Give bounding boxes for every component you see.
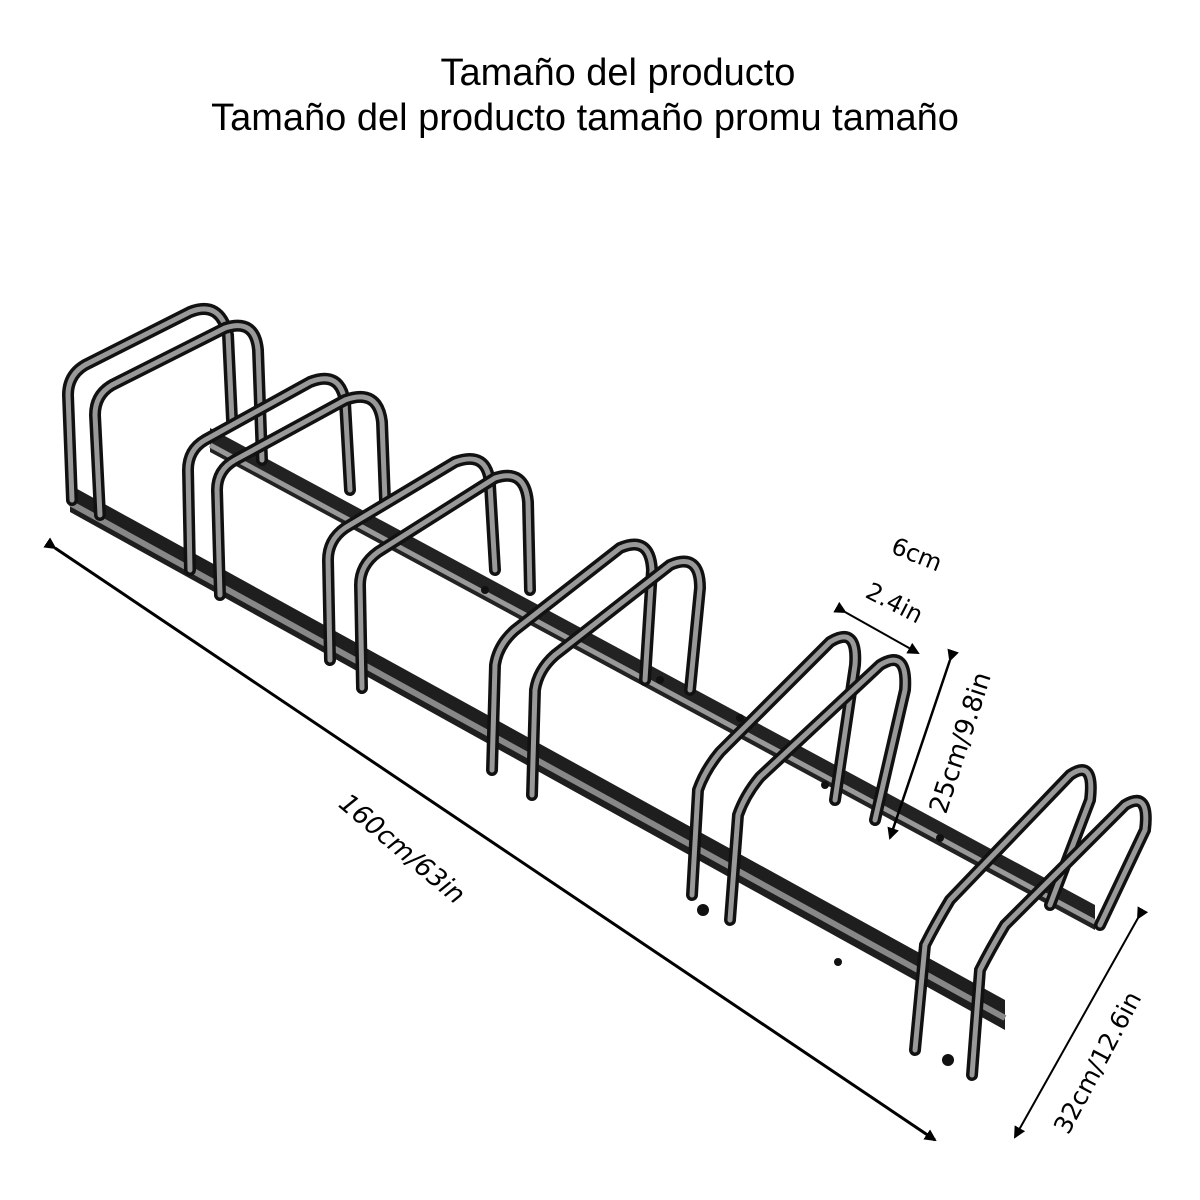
height-arrow bbox=[887, 648, 959, 840]
width-arrow bbox=[1014, 906, 1149, 1139]
length-arrow bbox=[43, 537, 937, 1142]
title-line-1: Tamaño del producto bbox=[440, 52, 796, 94]
back-rail bbox=[208, 428, 1097, 930]
title-line-2: Tamaño del producto tamaño promu tamaño bbox=[211, 97, 959, 139]
spacing-arrow bbox=[833, 601, 920, 654]
